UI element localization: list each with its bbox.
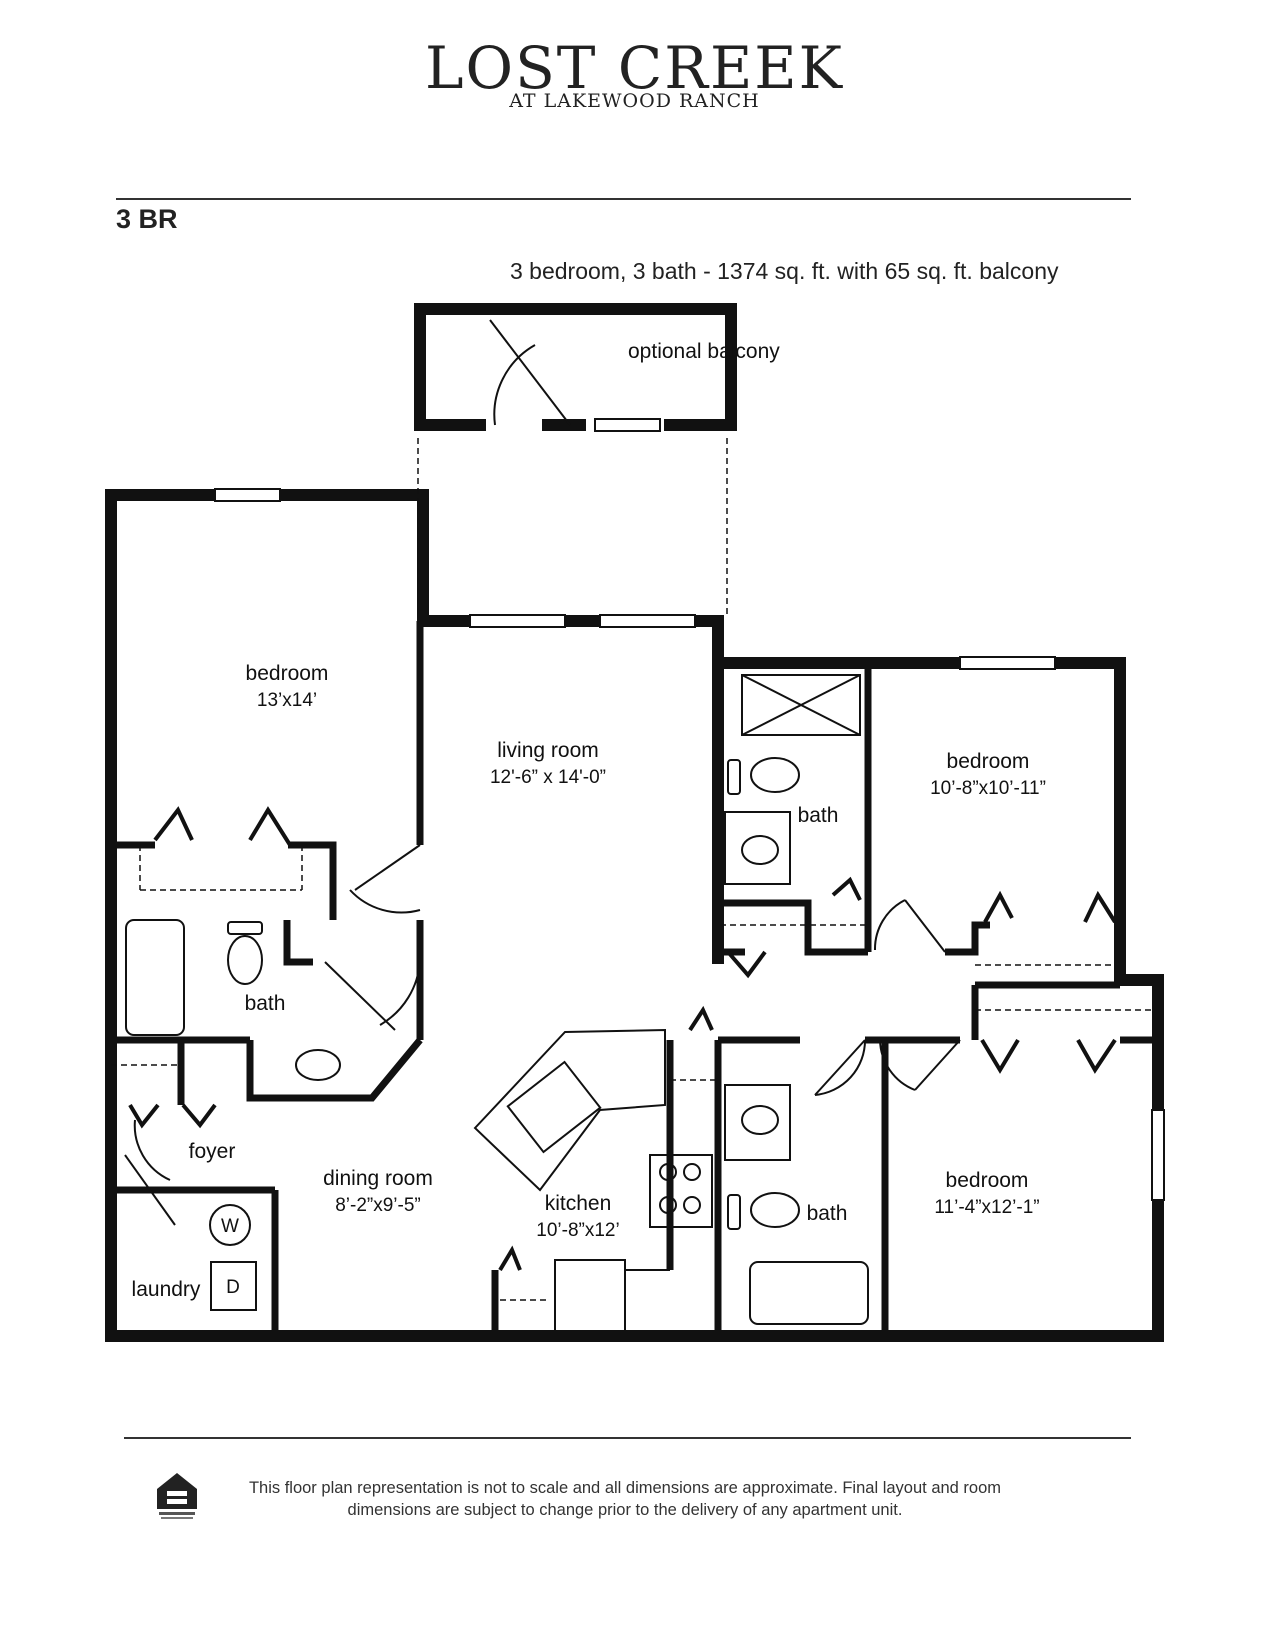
bedroom1-label: bedroom [246, 662, 329, 685]
living-room-dimensions: 12'-6” x 14'-0” [490, 767, 606, 788]
disclaimer: This floor plan representation is not to… [225, 1477, 1025, 1521]
foyer-label: foyer [189, 1140, 236, 1163]
balcony-label: optional balcony [628, 340, 780, 363]
bedroom3-label: bedroom [946, 1169, 1029, 1192]
dryer-label: D [226, 1277, 240, 1298]
dining-room-label: dining room [323, 1167, 433, 1190]
balcony-wall [414, 303, 737, 431]
brand-tagline: AT LAKEWOOD RANCH [509, 90, 760, 112]
outer-wall [105, 489, 724, 1342]
bath2-label: bath [798, 804, 839, 827]
dining-room-dimensions: 8’-2”x9’-5” [335, 1195, 421, 1216]
living-room-label: living room [497, 739, 599, 762]
brand-logo: LOST CREEK AT LAKEWOOD RANCH [0, 38, 1269, 112]
top-divider [116, 198, 1131, 200]
bath1-label: bath [245, 992, 286, 1015]
plan-description: 3 bedroom, 3 bath - 1374 sq. ft. with 65… [510, 258, 1059, 284]
bedroom2-dimensions: 10’-8”x10’-11” [930, 778, 1046, 799]
equal-housing-icon [157, 1473, 197, 1519]
bedroom3-dimensions: 11’-4”x12’-1” [934, 1197, 1039, 1218]
kitchen-label: kitchen [545, 1192, 612, 1215]
disclaimer-line-1: This floor plan representation is not to… [248, 1479, 1002, 1497]
washer-label: W [221, 1216, 239, 1237]
laundry-label: laundry [132, 1278, 201, 1301]
bath3-label: bath [807, 1202, 848, 1225]
floor-plan: optional balcony bedroom 13’x14’ living … [105, 303, 1165, 1342]
plan-title: 3 BR [116, 204, 178, 234]
bedroom1-dimensions: 13’x14’ [257, 690, 317, 711]
brand-name: LOST CREEK [425, 34, 844, 102]
kitchen-dimensions: 10’-8”x12’ [536, 1220, 619, 1241]
disclaimer-line-2: dimensions are subject to change prior t… [347, 1501, 903, 1519]
bottom-divider [124, 1437, 1131, 1439]
bedroom2-label: bedroom [947, 750, 1030, 773]
